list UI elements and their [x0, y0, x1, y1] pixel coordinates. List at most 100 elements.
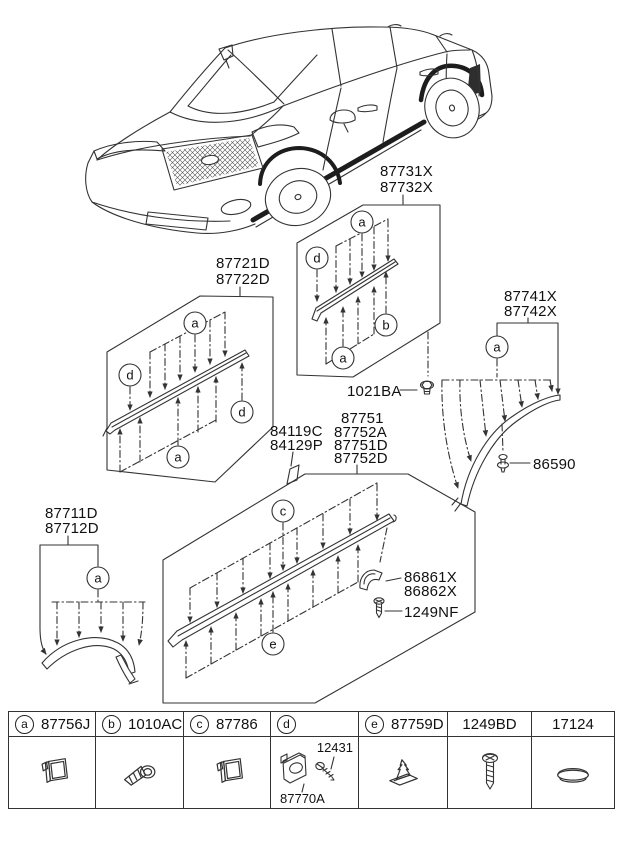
screw-part-label: 12431 [316, 740, 353, 755]
callout-box-sill-molding: c e 86861X 86862X 1249NF [162, 473, 476, 704]
marker-d: d [230, 400, 254, 424]
rivet-icon [123, 764, 155, 786]
door-handle-rear [419, 68, 439, 77]
clip-icon [216, 757, 244, 783]
legend-header-17124: 17124 [531, 711, 615, 737]
license-plate [145, 211, 209, 231]
svg-text:c: c [280, 504, 287, 519]
part-label: 1249NF [404, 604, 459, 621]
part-label: 87751 [341, 410, 384, 427]
marker-d: d [277, 714, 296, 734]
legend-cell-1249bd [447, 736, 532, 809]
part-number: 87756J [41, 715, 91, 733]
svg-text:d: d [313, 251, 320, 266]
legend-cell-c [183, 736, 271, 809]
callout-box-outline [162, 473, 476, 704]
clip-icon [41, 757, 69, 783]
legend-cell-a [8, 736, 96, 809]
legend-header-e: e 87759D [358, 711, 448, 737]
part-label: 87752A [334, 424, 387, 441]
clip-pin-icon [496, 453, 510, 473]
grommet-part-label: 87770A [280, 791, 325, 806]
legend-cell-17124 [531, 736, 615, 809]
svg-text:d: d [238, 405, 245, 420]
front-wheel [264, 167, 332, 227]
callout-molding-tape: 84119C 84129P [270, 423, 323, 485]
marker-a: a [485, 335, 509, 359]
diagram-canvas: 87731X 87732X a d b a [39, 24, 576, 704]
part-label: 84119C [270, 423, 323, 440]
legend-cell-e [358, 736, 448, 809]
svg-text:a: a [493, 340, 501, 355]
part-label: 87752D [334, 450, 388, 467]
fender-arch-molding [41, 637, 136, 675]
brand-badge [201, 154, 219, 166]
marker-d: d [118, 363, 142, 387]
part-label: 87731X [380, 163, 433, 180]
grommet-screw-icon [280, 752, 335, 793]
marker-a: a [86, 566, 110, 590]
part-label: 87751D [334, 437, 388, 454]
part-label: 87732X [380, 179, 433, 196]
svg-text:e: e [269, 637, 276, 652]
bolt-icon [419, 380, 435, 395]
door-handle-front [357, 104, 378, 113]
marker-c: c [271, 499, 295, 523]
grille-outline [161, 134, 264, 191]
vehicle-illustration [85, 24, 493, 234]
part-number: 1249BD [462, 715, 517, 733]
part-label: 87712D [45, 520, 99, 537]
svg-text:a: a [339, 351, 347, 366]
fog-lamp [220, 198, 252, 216]
svg-text:a: a [358, 215, 366, 230]
part-number: 87759D [391, 715, 444, 733]
legend-header-a: a 87756J [8, 711, 96, 737]
callout-box-outline [296, 204, 441, 378]
tree-clip-icon [389, 758, 418, 786]
marker-b: b [374, 313, 398, 337]
marker-e: e [365, 714, 384, 734]
part-label: 87711D [45, 505, 98, 522]
part-label: 86590 [533, 456, 576, 473]
headlamp-right [251, 124, 300, 148]
part-label: 87742X [504, 303, 557, 320]
part-label: 86862X [404, 583, 457, 600]
screw-icon [481, 752, 498, 790]
marker-a: a [350, 210, 374, 234]
marker-b: b [102, 714, 121, 734]
svg-text:a: a [94, 571, 102, 586]
part-label: 84129P [270, 437, 323, 454]
callout-box-outline [106, 295, 274, 483]
marker-a: a [15, 714, 34, 734]
svg-text:b: b [382, 318, 389, 333]
far-side-mirror [218, 44, 234, 61]
legend-cell-b [95, 736, 184, 809]
legend-body-row: 12431 87770A [8, 736, 615, 809]
rear-wheel [424, 77, 480, 139]
svg-text:a: a [174, 450, 182, 465]
plug-icon [557, 767, 589, 783]
part-label: 87721D [216, 255, 270, 272]
callout-box-rear-door-molding: 87731X 87732X a d b a [296, 163, 441, 400]
front-fender-flare-dark [258, 146, 342, 186]
callout-side-sill-molding: 87751 87752A 87751D 87752D [334, 410, 388, 475]
end-bracket-icon [359, 569, 383, 591]
legend-header-b: b 1010AC [95, 711, 184, 737]
wheel-arch-molding [460, 394, 561, 507]
headlamp-left [93, 140, 166, 160]
side-mirror [329, 109, 356, 124]
part-number: 17124 [552, 715, 594, 733]
marker-a: a [183, 311, 207, 335]
part-number: 1010AC [128, 715, 183, 733]
part-label: 87722D [216, 271, 270, 288]
part-number: 87786 [216, 715, 258, 733]
svg-text:a: a [191, 316, 199, 331]
callout-box-front-door-molding: 87721D 87722D a d d [102, 255, 274, 483]
part-label: 87741X [504, 288, 557, 305]
marker-d: d [305, 246, 329, 270]
marker-a: a [331, 346, 355, 370]
marker-c: c [190, 714, 209, 734]
